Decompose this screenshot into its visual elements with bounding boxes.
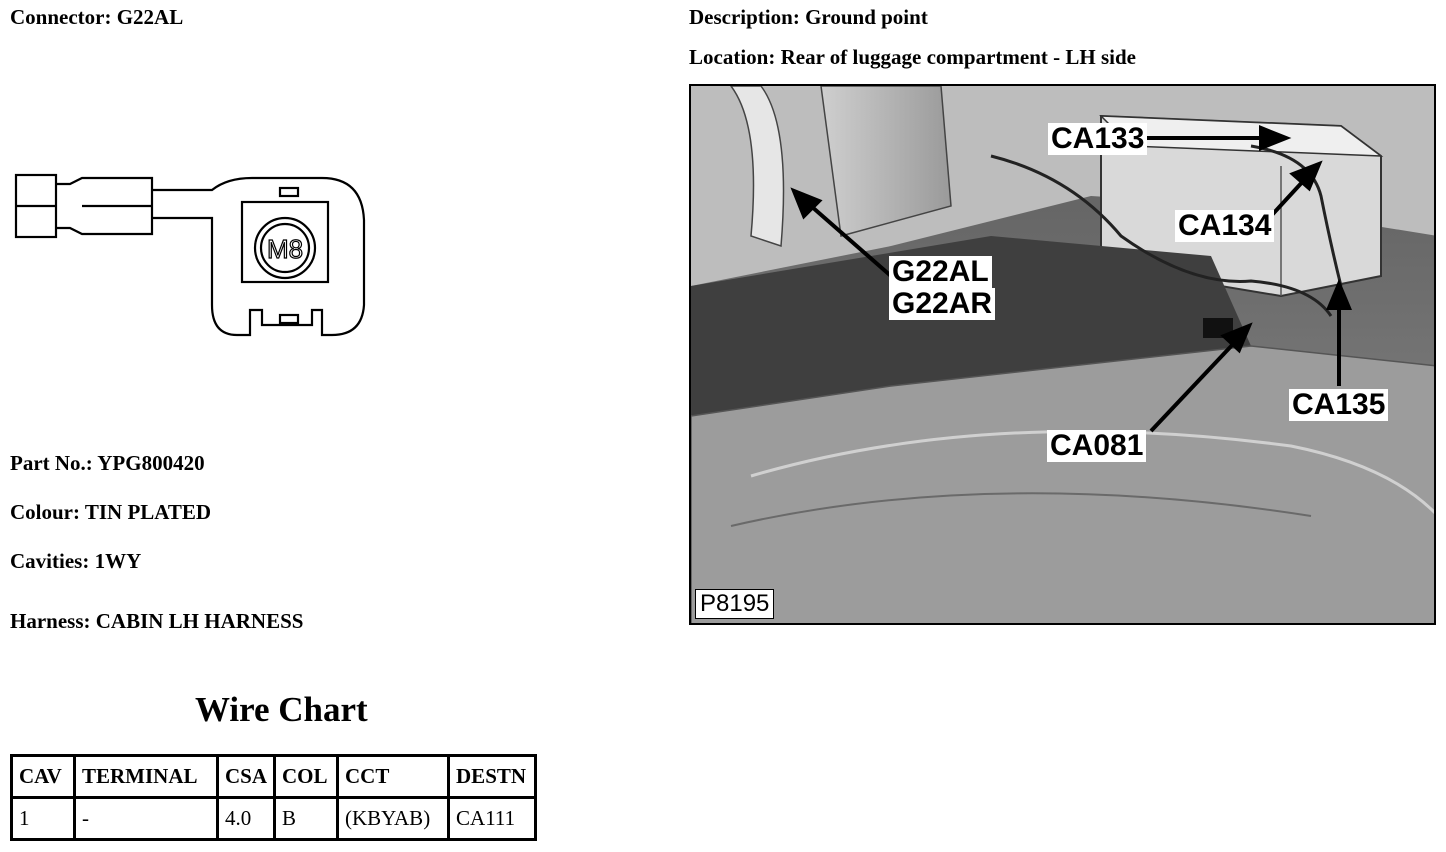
location: Location: Rear of luggage compartment - … xyxy=(689,45,1136,69)
harness: Harness: CABIN LH HARNESS xyxy=(10,609,304,633)
location-photo: CA133 CA134 G22AL G22AR CA135 CA081 P819… xyxy=(689,84,1436,625)
callout-g22al: G22AL xyxy=(889,256,992,288)
table-row: 1 - 4.0 B (KBYAB) CA111 xyxy=(10,796,538,841)
part-number: Part No.: YPG800420 xyxy=(10,451,205,475)
cell-terminal: - xyxy=(73,796,219,841)
cell-cct: (KBYAB) xyxy=(336,796,451,841)
column-header-cct: CCT xyxy=(336,754,451,799)
wire-chart-table: CAV TERMINAL CSA COL CCT DESTN 1 - 4.0 B… xyxy=(10,754,538,841)
table-header-row: CAV TERMINAL CSA COL CCT DESTN xyxy=(10,754,538,799)
callout-ca081: CA081 xyxy=(1047,430,1147,462)
callout-ca133: CA133 xyxy=(1048,123,1148,155)
stud-size-label: M8 xyxy=(267,234,303,264)
cell-destn: CA111 xyxy=(447,796,538,841)
cavities: Cavities: 1WY xyxy=(10,549,142,573)
callout-ca134: CA134 xyxy=(1175,210,1275,242)
colour: Colour: TIN PLATED xyxy=(10,500,212,524)
wire-chart-title: Wire Chart xyxy=(195,690,368,729)
column-header-csa: CSA xyxy=(215,754,277,799)
column-header-cav: CAV xyxy=(10,754,76,799)
photo-code: P8195 xyxy=(695,589,775,619)
ring-terminal-drawing: M8 xyxy=(14,173,366,337)
column-header-terminal: TERMINAL xyxy=(73,754,219,799)
callout-g22ar: G22AR xyxy=(889,288,996,320)
connector-label: Connector: G22AL xyxy=(10,5,184,29)
luggage-compartment-illustration xyxy=(691,86,1434,623)
description: Description: Ground point xyxy=(689,5,928,29)
column-header-col: COL xyxy=(273,754,340,799)
cell-col: B xyxy=(273,796,340,841)
cell-csa: 4.0 xyxy=(215,796,277,841)
column-header-destn: DESTN xyxy=(447,754,538,799)
cell-cav: 1 xyxy=(10,796,76,841)
callout-ca135: CA135 xyxy=(1289,389,1389,421)
